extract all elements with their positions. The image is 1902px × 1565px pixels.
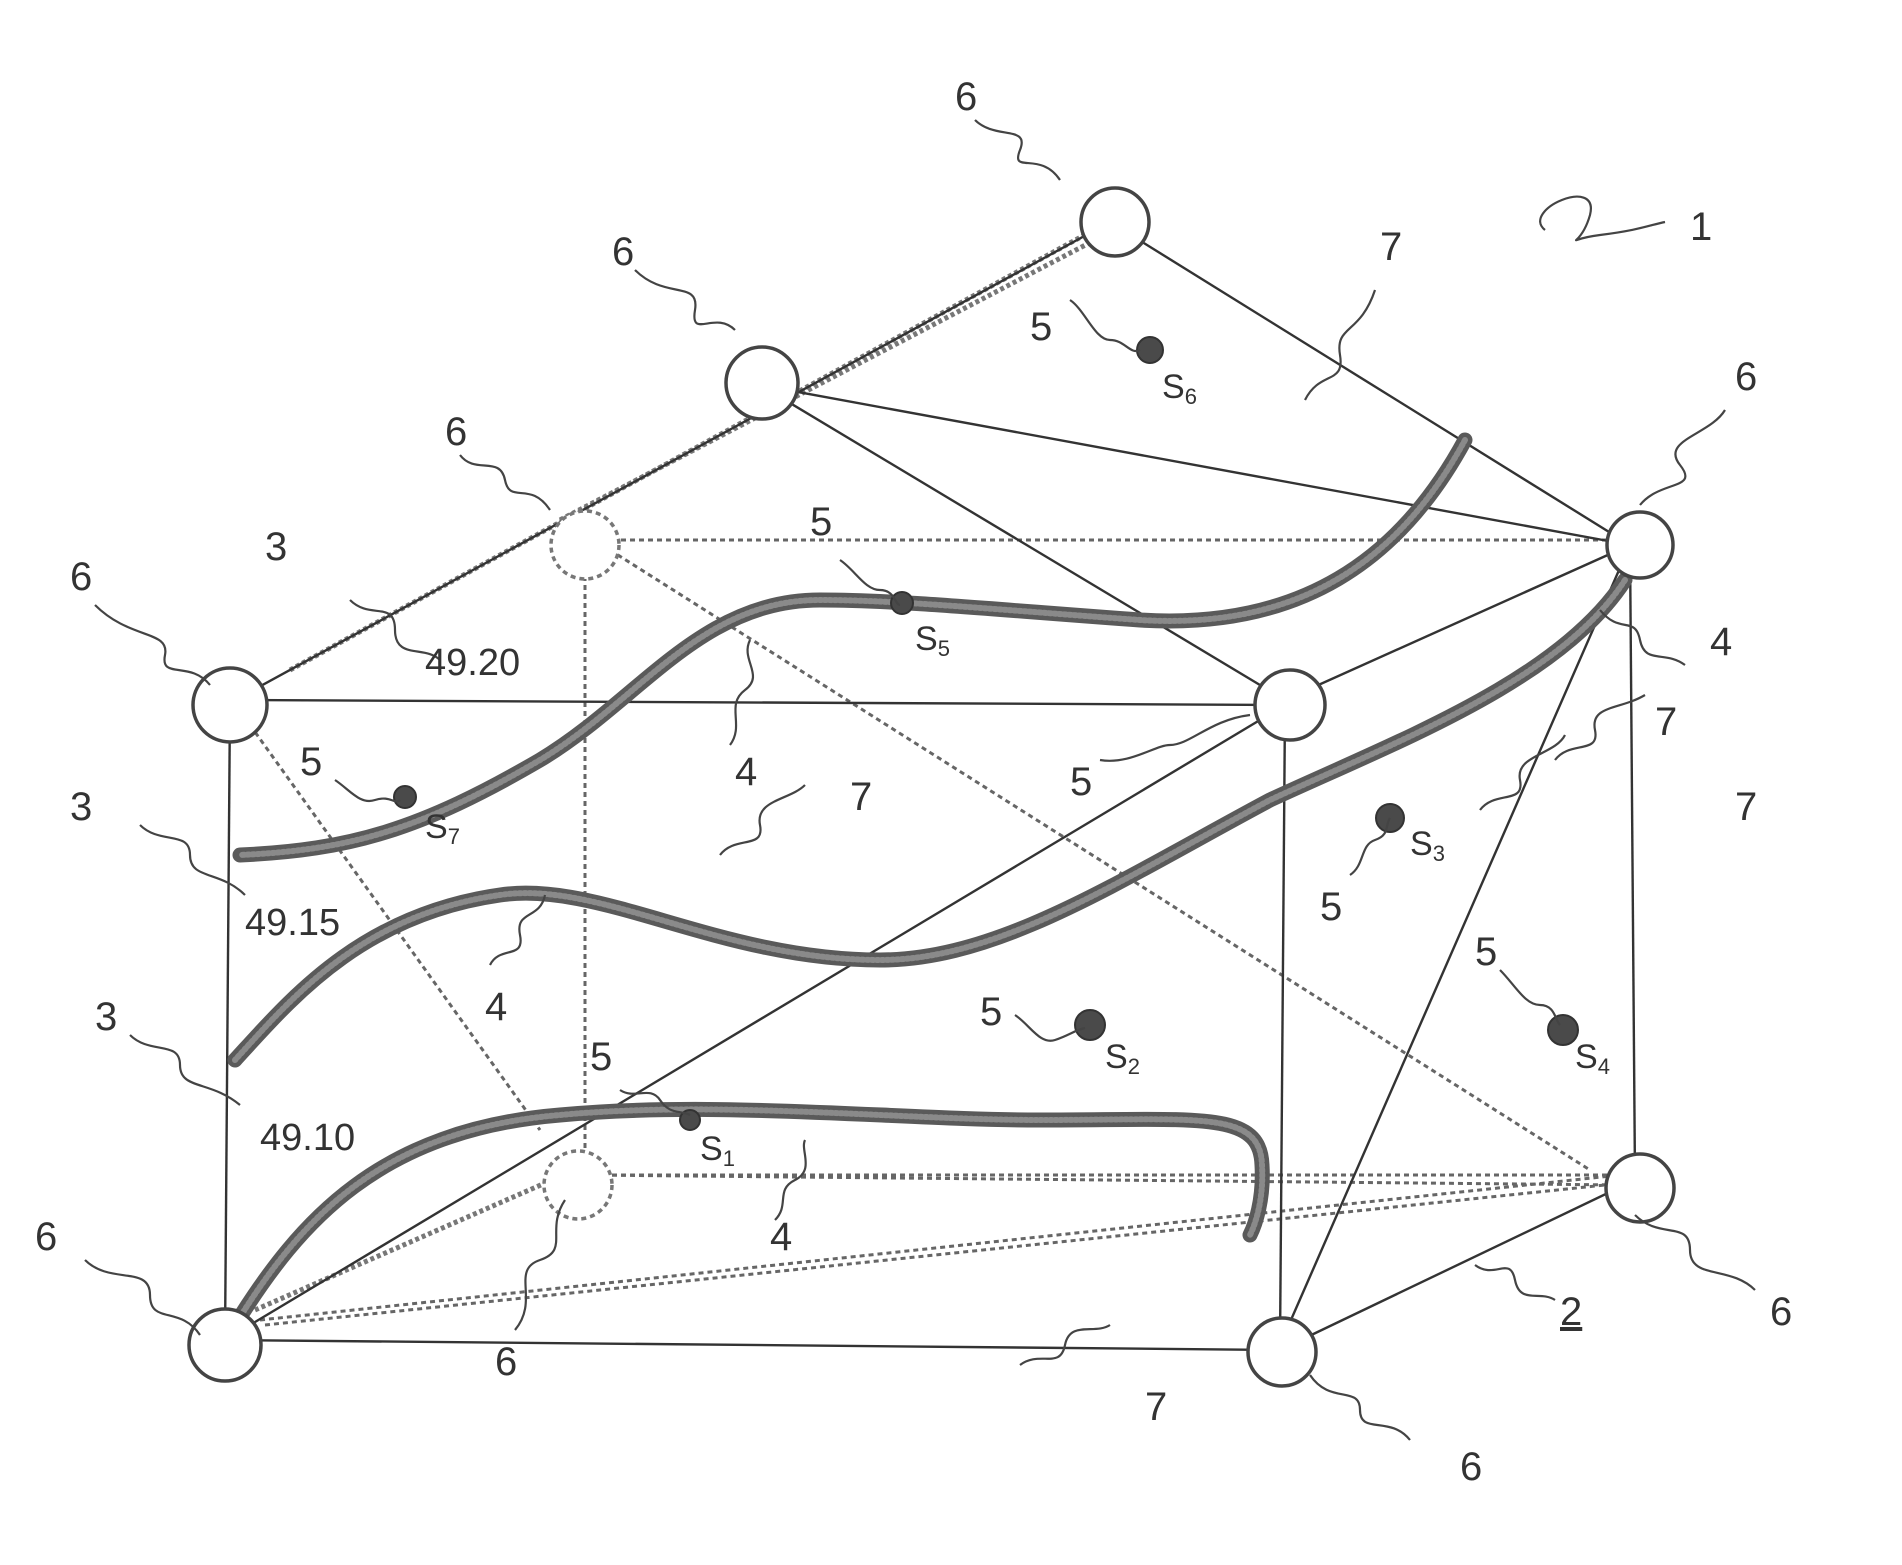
edge: [225, 1340, 1280, 1350]
sample-id: S3: [1410, 825, 1445, 866]
hidden-edge: [265, 1185, 1605, 1325]
sample-id: S4: [1575, 1038, 1610, 1079]
sample-id: S7: [425, 808, 460, 849]
node: [189, 1309, 261, 1381]
isoline-label: 4: [735, 750, 757, 794]
leader-line: [335, 780, 400, 801]
face-label: 7: [1145, 1385, 1167, 1429]
sample-point: [1548, 1015, 1578, 1045]
edge: [225, 700, 230, 1340]
edge: [225, 705, 1285, 1340]
node: [726, 347, 798, 419]
leader-line: [85, 1260, 200, 1335]
leader-line: [460, 455, 550, 510]
node-label: 6: [612, 230, 634, 274]
contour-value: 49.15: [245, 902, 340, 944]
edge: [1285, 545, 1630, 700]
leader-line: [1070, 300, 1140, 351]
leader-line: [490, 895, 545, 965]
node-label: 6: [955, 75, 977, 119]
contour-line-label: 3: [95, 995, 117, 1039]
sample-point-label: 5: [1070, 760, 1092, 804]
sample-point-label: 5: [1030, 305, 1052, 349]
node: [1255, 670, 1325, 740]
node-hidden: [544, 1151, 612, 1219]
node: [1248, 1318, 1316, 1386]
sample-point-label: 5: [300, 740, 322, 784]
isoline-label: 4: [1710, 620, 1732, 664]
sample-point-label: 5: [810, 500, 832, 544]
node: [1606, 1154, 1674, 1222]
leader-line: [1020, 1325, 1110, 1365]
nodes: [189, 188, 1674, 1386]
leader-line: [635, 270, 735, 330]
sample-id: S6: [1162, 368, 1197, 409]
leader-line: [515, 1200, 565, 1330]
sample-id: S5: [915, 620, 950, 661]
edge: [235, 700, 1285, 705]
node-label: 6: [70, 555, 92, 599]
node-hidden: [551, 511, 619, 579]
node-label: 6: [1770, 1290, 1792, 1334]
leader-line: [1635, 1215, 1755, 1290]
leader-line: [1480, 735, 1565, 810]
node-label: 6: [1735, 355, 1757, 399]
isolines: [235, 440, 1625, 1325]
sample-point-label: 5: [1475, 930, 1497, 974]
leader-line: [775, 1140, 806, 1220]
isoline-bottom-texture: [235, 1109, 1262, 1325]
contour-line-label: 3: [265, 525, 287, 569]
contour-line-label: 3: [70, 785, 92, 829]
leader-line: [1310, 1375, 1410, 1440]
leader-line: [1640, 410, 1725, 505]
node-label: 6: [35, 1215, 57, 1259]
node-label: 6: [495, 1340, 517, 1384]
sample-point: [394, 786, 416, 808]
leader-line: [975, 120, 1060, 180]
leader-line: [1305, 290, 1375, 400]
face-label: 7: [850, 775, 872, 819]
sample-id: S2: [1105, 1038, 1140, 1079]
face-label: 7: [1655, 700, 1677, 744]
leader-line: [1475, 1265, 1555, 1300]
leader-line: [130, 1035, 240, 1105]
visible-edges: [225, 222, 1635, 1350]
figure-ref-label: 1: [1690, 205, 1712, 249]
leader-line: [1600, 610, 1685, 665]
isoline-label: 4: [770, 1215, 792, 1259]
node-label: 6: [1460, 1445, 1482, 1489]
sample-point-label: 5: [590, 1035, 612, 1079]
sample-point: [891, 592, 913, 614]
hidden-edges: [250, 232, 1625, 1325]
isoline-label: 4: [485, 985, 507, 1029]
sample-point-label: 5: [1320, 885, 1342, 929]
edge: [235, 222, 1110, 700]
sample-point: [1075, 1010, 1105, 1040]
leader-line: [1100, 715, 1250, 761]
isoline-bottom: [235, 1109, 1262, 1325]
leader-line: [720, 785, 805, 855]
node: [1607, 512, 1673, 578]
node: [1081, 188, 1149, 256]
sample-point-label: 5: [980, 990, 1002, 1034]
leader-line: [1540, 197, 1665, 241]
leader-line: [1500, 970, 1560, 1025]
node-label: 6: [445, 410, 467, 454]
edge: [1630, 545, 1635, 1180]
reference-labels: 1 2 6 6 6 6 6 6 6 6 6 7 7 7 7 7 3 3 3 4 …: [35, 75, 1792, 1489]
face-label: 7: [1380, 225, 1402, 269]
sample-id: S1: [700, 1130, 735, 1171]
sample-point: [1137, 337, 1163, 363]
leader-line: [730, 640, 753, 745]
contour-value: 49.10: [260, 1117, 355, 1159]
edge: [1280, 545, 1630, 1345]
surface-ref-label: 2: [1560, 1290, 1582, 1334]
face-label: 7: [1735, 785, 1757, 829]
leader-line: [95, 605, 210, 685]
contour-value: 49.20: [425, 642, 520, 684]
